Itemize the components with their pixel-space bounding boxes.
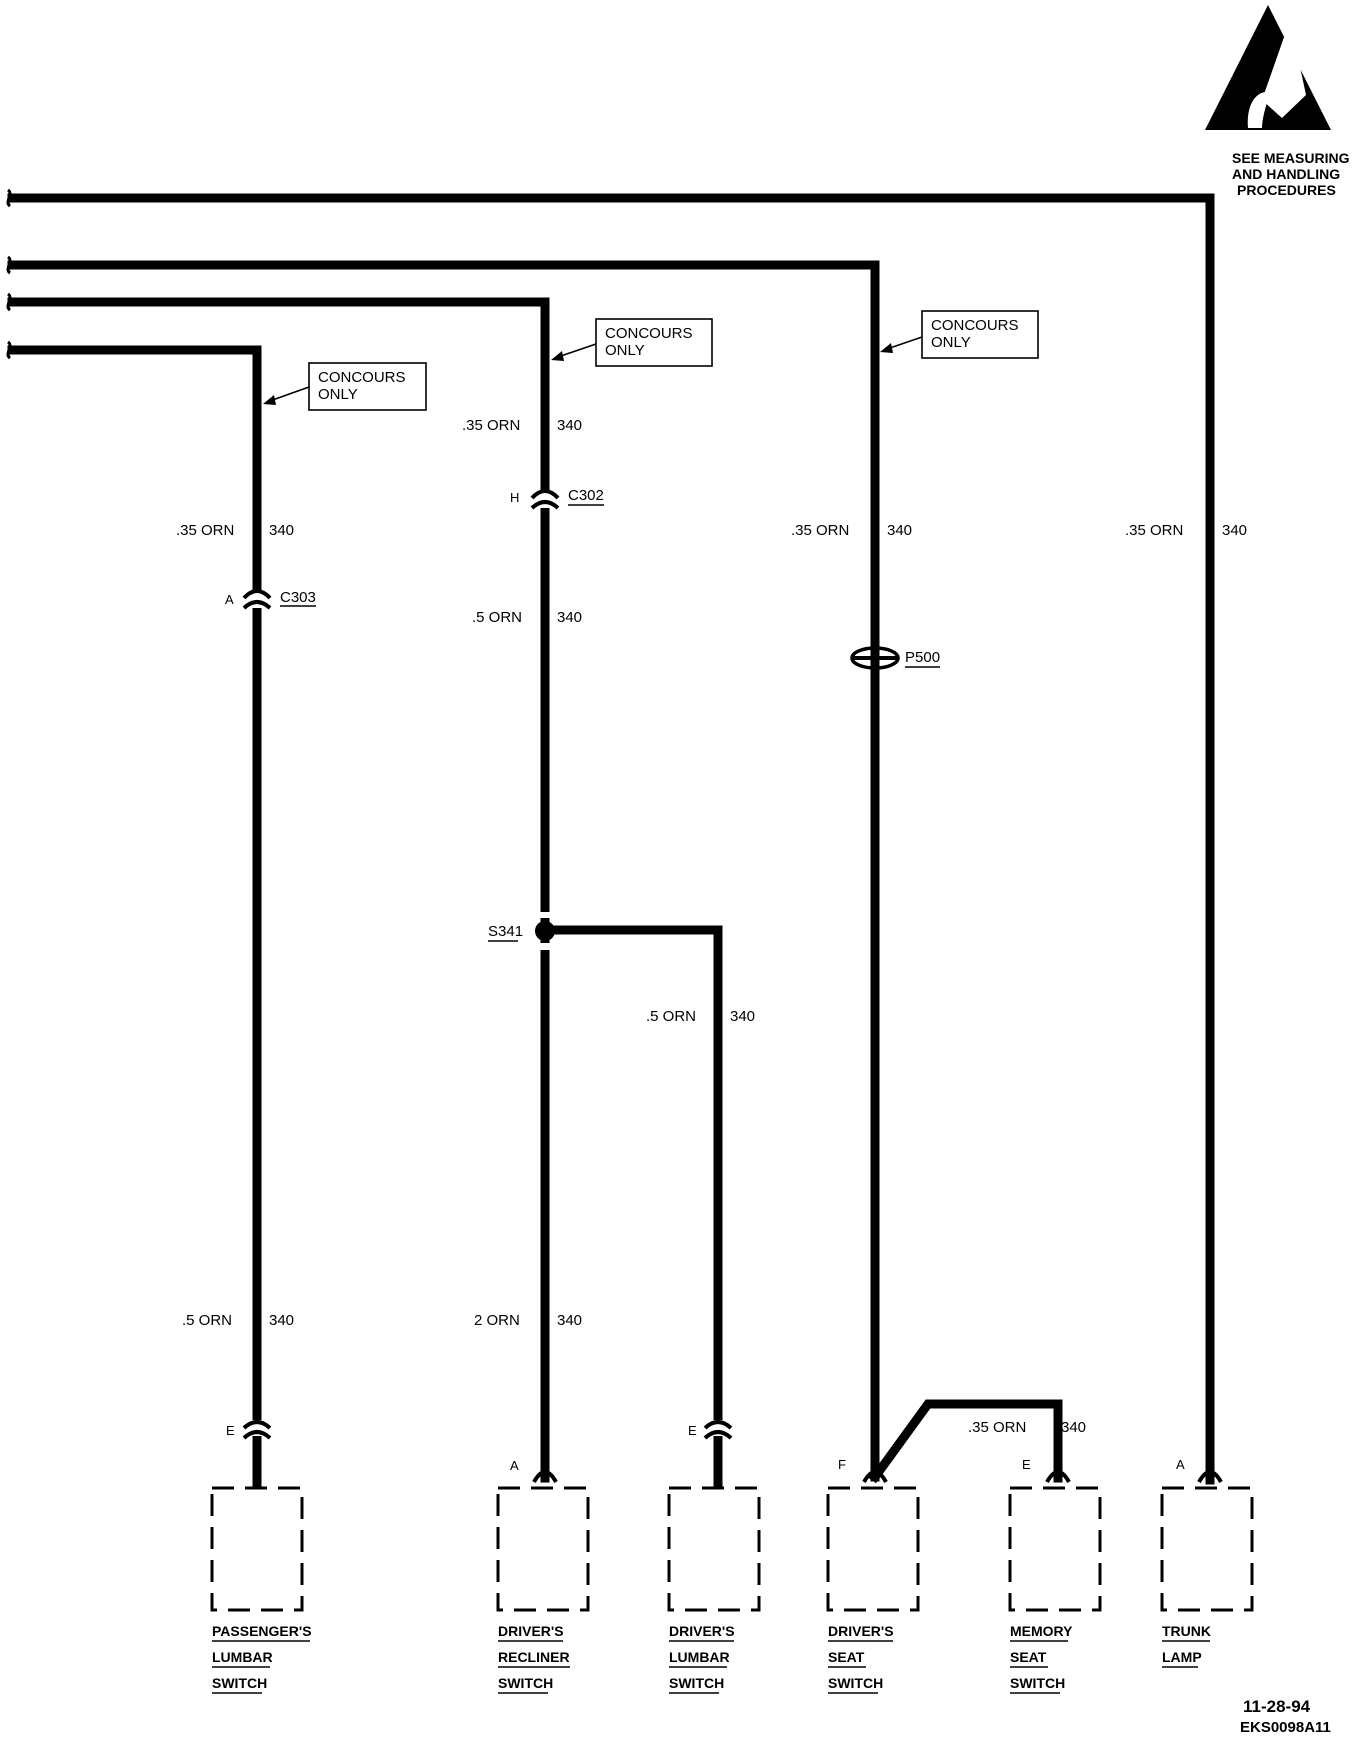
memory-seat-line-2: SEAT bbox=[1010, 1649, 1047, 1665]
terminal-drivers-lumbar: E bbox=[688, 1420, 733, 1440]
wire-3-gauge: .5 ORN bbox=[646, 1008, 696, 1025]
terminal-passengers-lumbar: E bbox=[226, 1420, 272, 1440]
wire-passengers-lumbar bbox=[7, 345, 262, 1487]
callout-1-line-1: CONCOURS bbox=[318, 369, 406, 386]
wire-1-top-gauge: .35 ORN bbox=[176, 522, 234, 539]
passengers-lumbar-pin: E bbox=[226, 1423, 235, 1438]
grommet-p500: P500 bbox=[850, 646, 940, 670]
footer-date: 11-28-94 bbox=[1243, 1697, 1311, 1716]
connector-c303: A C303 bbox=[225, 589, 316, 610]
drivers-recliner-switch-box bbox=[496, 1486, 590, 1612]
callout-3: CONCOURS ONLY bbox=[880, 310, 1039, 359]
callout-3-line-1: CONCOURS bbox=[931, 317, 1019, 334]
wire-1-top-circuit: 340 bbox=[269, 522, 294, 539]
wire-drivers-seat bbox=[7, 260, 880, 1482]
callout-2-line-1: CONCOURS bbox=[605, 325, 693, 342]
callout-1: CONCOURS ONLY bbox=[263, 362, 427, 411]
terminal-trunk-lamp: A bbox=[1176, 1457, 1223, 1484]
callout-1-line-2: ONLY bbox=[318, 386, 358, 403]
wire-break-marks bbox=[6, 188, 12, 360]
terminal-memory-seat: E bbox=[1022, 1457, 1071, 1484]
drivers-lumbar-switch-label: DRIVER'S LUMBAR SWITCH bbox=[669, 1623, 735, 1694]
callout-2: CONCOURS ONLY bbox=[551, 318, 713, 367]
wire-5-circuit: 340 bbox=[1061, 1419, 1086, 1436]
wire-2-top-gauge: .35 ORN bbox=[462, 417, 520, 434]
drivers-recliner-switch-label: DRIVER'S RECLINER SWITCH bbox=[498, 1623, 570, 1694]
wire-3-circuit: 340 bbox=[730, 1008, 755, 1025]
passengers-lumbar-line-2: LUMBAR bbox=[212, 1649, 273, 1665]
drivers-seat-pin: F bbox=[838, 1457, 846, 1472]
wire-memory-seat bbox=[868, 1399, 1063, 1484]
drivers-recliner-pin: A bbox=[510, 1458, 519, 1473]
drivers-lumbar-switch-box bbox=[667, 1486, 761, 1612]
wire-drivers-recliner bbox=[7, 297, 550, 1483]
c303-label: C303 bbox=[280, 589, 316, 606]
drivers-seat-line-1: DRIVER'S bbox=[828, 1623, 894, 1639]
notice-line-1: SEE MEASURING bbox=[1232, 150, 1350, 166]
trunk-lamp-line-2: LAMP bbox=[1162, 1649, 1202, 1665]
passengers-lumbar-switch-box bbox=[210, 1486, 304, 1612]
notice-line-3: PROCEDURES bbox=[1237, 182, 1336, 198]
p500-label: P500 bbox=[905, 649, 940, 666]
wire-2-top-circuit: 340 bbox=[557, 417, 582, 434]
drivers-seat-switch-box bbox=[826, 1486, 920, 1612]
trunk-lamp-line-1: TRUNK bbox=[1162, 1623, 1211, 1639]
terminal-drivers-seat: F bbox=[838, 1457, 888, 1484]
notice-line-2: AND HANDLING bbox=[1232, 166, 1340, 182]
c302-pin: H bbox=[510, 490, 519, 505]
trunk-lamp-pin: A bbox=[1176, 1457, 1185, 1472]
memory-seat-pin: E bbox=[1022, 1457, 1031, 1472]
trunk-lamp-box bbox=[1160, 1486, 1254, 1612]
drivers-lumbar-line-1: DRIVER'S bbox=[669, 1623, 735, 1639]
callout-3-line-2: ONLY bbox=[931, 334, 971, 351]
drivers-seat-line-2: SEAT bbox=[828, 1649, 865, 1665]
callout-2-line-2: ONLY bbox=[605, 342, 645, 359]
memory-seat-switch-label: MEMORY SEAT SWITCH bbox=[1010, 1623, 1073, 1694]
wire-6-gauge: .35 ORN bbox=[1125, 522, 1183, 539]
wire-2-bottom-gauge: 2 ORN bbox=[474, 1312, 520, 1329]
passengers-lumbar-line-1: PASSENGER'S bbox=[212, 1623, 312, 1639]
splice-s341: S341 bbox=[488, 912, 555, 950]
trunk-lamp-label: TRUNK LAMP bbox=[1162, 1623, 1211, 1668]
drivers-recliner-line-1: DRIVER'S bbox=[498, 1623, 564, 1639]
drivers-seat-switch-label: DRIVER'S SEAT SWITCH bbox=[828, 1623, 894, 1694]
drivers-seat-line-3: SWITCH bbox=[828, 1675, 883, 1691]
footer-code: EKS0098A11 bbox=[1240, 1719, 1331, 1736]
wire-4-circuit: 340 bbox=[887, 522, 912, 539]
passengers-lumbar-line-3: SWITCH bbox=[212, 1675, 267, 1691]
wire-1-bottom-circuit: 340 bbox=[269, 1312, 294, 1329]
wire-1-bottom-gauge: .5 ORN bbox=[182, 1312, 232, 1329]
esd-warning-icon bbox=[1205, 5, 1331, 130]
memory-seat-switch-box bbox=[1008, 1486, 1102, 1612]
wire-2-bottom-circuit: 340 bbox=[557, 1312, 582, 1329]
drivers-lumbar-pin: E bbox=[688, 1423, 697, 1438]
drivers-recliner-line-3: SWITCH bbox=[498, 1675, 553, 1691]
wire-trunk-lamp bbox=[7, 193, 1215, 1485]
connector-c302: H C302 bbox=[510, 487, 604, 510]
wire-4-gauge: .35 ORN bbox=[791, 522, 849, 539]
wire-5-gauge: .35 ORN bbox=[968, 1419, 1026, 1436]
wire-2-mid-circuit: 340 bbox=[557, 609, 582, 626]
drivers-recliner-line-2: RECLINER bbox=[498, 1649, 570, 1665]
memory-seat-line-3: SWITCH bbox=[1010, 1675, 1065, 1691]
s341-label: S341 bbox=[488, 923, 523, 940]
wire-6-circuit: 340 bbox=[1222, 522, 1247, 539]
c302-label: C302 bbox=[568, 487, 604, 504]
terminal-drivers-recliner: A bbox=[510, 1458, 558, 1484]
wire-2-mid-gauge: .5 ORN bbox=[472, 609, 522, 626]
wire-drivers-lumbar bbox=[540, 925, 723, 1487]
drivers-lumbar-line-2: LUMBAR bbox=[669, 1649, 730, 1665]
drivers-lumbar-line-3: SWITCH bbox=[669, 1675, 724, 1691]
c303-pin: A bbox=[225, 592, 234, 607]
memory-seat-line-1: MEMORY bbox=[1010, 1623, 1073, 1639]
passengers-lumbar-switch-label: PASSENGER'S LUMBAR SWITCH bbox=[212, 1623, 312, 1694]
